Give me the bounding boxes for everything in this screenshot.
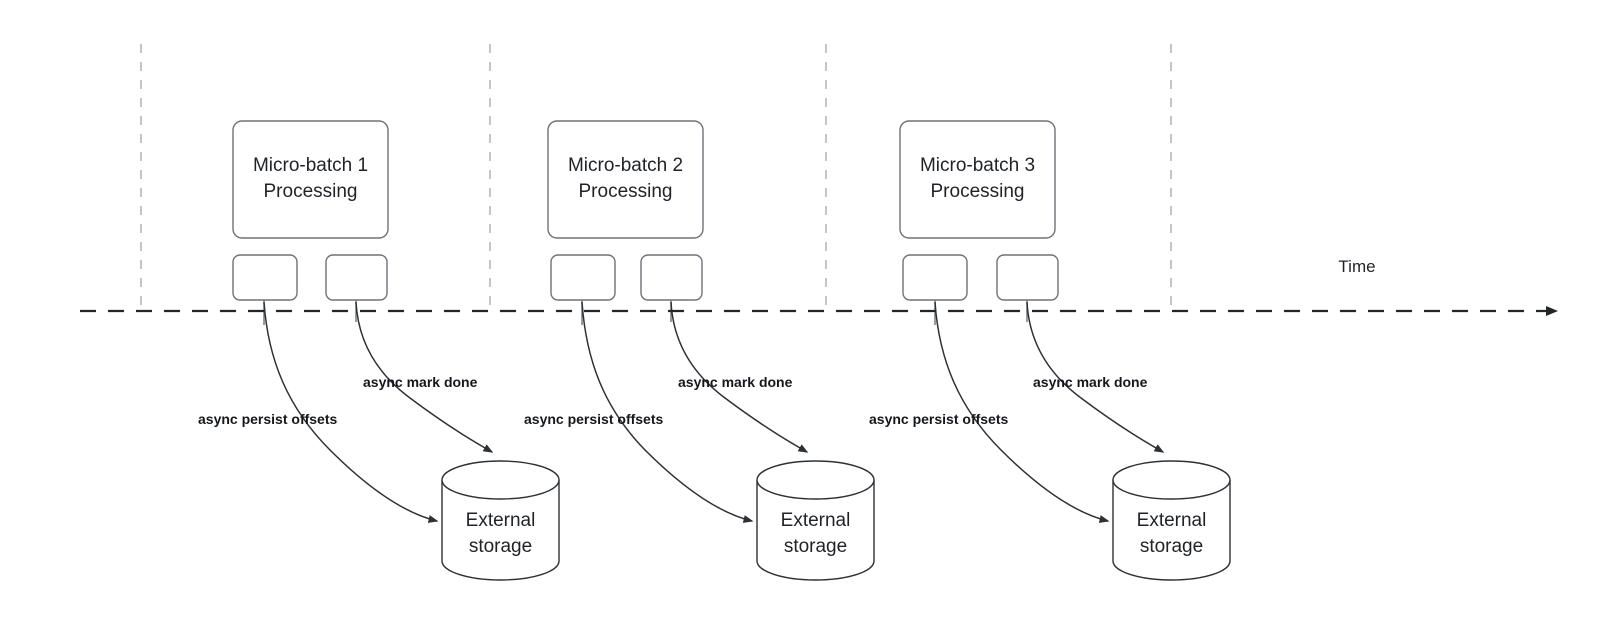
mb1-persist-offsets-label: async persist offsets — [198, 411, 337, 427]
mb1-task-box-b[interactable] — [325, 254, 388, 301]
mb3-process-label-line1: Micro-batch 3 — [920, 155, 1035, 176]
mb1-mark-done-label: async mark done — [363, 374, 478, 390]
mb2-task-box-b[interactable] — [640, 254, 703, 301]
mb1-external-storage-cylinder[interactable] — [441, 460, 560, 581]
mb3-process-label-line2: Processing — [931, 181, 1025, 202]
timeline-dividers — [140, 44, 1172, 311]
mb3-process-box[interactable] — [899, 120, 1056, 239]
mb1-mark-done-edge — [355, 301, 494, 453]
mb2-storage-label-line2: storage — [784, 536, 847, 557]
mb3-mark-done-edge — [1026, 301, 1165, 453]
mb2-mark-done-label: async mark done — [678, 374, 793, 390]
mb1-task-box-a[interactable] — [232, 254, 298, 301]
mb1-storage-label-line2: storage — [469, 536, 532, 557]
mb1-process-label-line1: Micro-batch 1 — [253, 155, 368, 176]
mb3-task-box-b[interactable] — [996, 254, 1059, 301]
mb1-persist-offsets-edge — [263, 301, 439, 523]
micro-batch-1-group: Micro-batch 1 Processing async persist o… — [198, 120, 560, 581]
mb2-process-label-line1: Micro-batch 2 — [568, 155, 683, 176]
mb2-process-box[interactable] — [547, 120, 704, 239]
time-axis: Time — [80, 257, 1558, 316]
mb2-persist-offsets-label: async persist offsets — [524, 411, 663, 427]
mb3-storage-label-line1: External — [1137, 510, 1207, 531]
mb3-persist-offsets-edge — [934, 301, 1110, 523]
mb2-external-storage-cylinder[interactable] — [756, 460, 875, 581]
mb1-process-box[interactable] — [232, 120, 389, 239]
mb2-mark-done-edge — [670, 301, 809, 453]
mb2-storage-label-line1: External — [781, 510, 851, 531]
mb3-persist-offsets-label: async persist offsets — [869, 411, 1008, 427]
mb3-external-storage-cylinder[interactable] — [1112, 460, 1231, 581]
micro-batch-3-group: Micro-batch 3 Processing async persist o… — [869, 120, 1231, 581]
mb3-storage-label-line2: storage — [1140, 536, 1203, 557]
time-axis-label: Time — [1338, 257, 1375, 276]
mb2-task-box-a[interactable] — [550, 254, 616, 301]
mb1-storage-label-line1: External — [466, 510, 536, 531]
mb2-process-label-line2: Processing — [579, 181, 673, 202]
mb2-persist-offsets-edge — [581, 301, 754, 523]
mb3-task-box-a[interactable] — [902, 254, 968, 301]
mb3-mark-done-label: async mark done — [1033, 374, 1148, 390]
micro-batch-2-group: Micro-batch 2 Processing async persist o… — [524, 120, 875, 581]
mb1-process-label-line2: Processing — [264, 181, 358, 202]
